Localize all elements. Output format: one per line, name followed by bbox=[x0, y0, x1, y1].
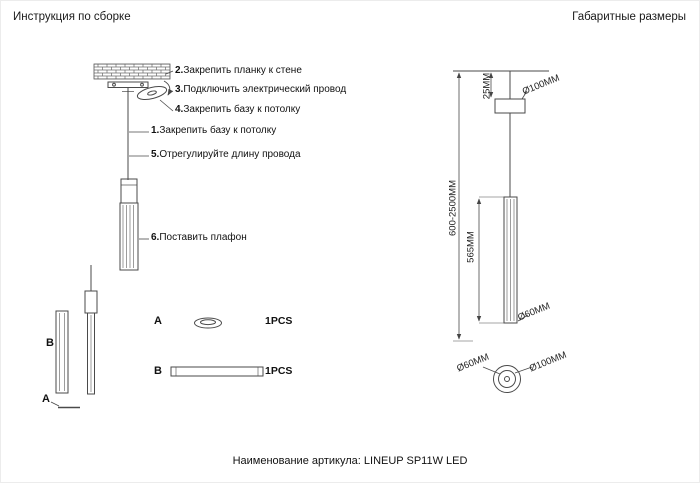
canopy-base bbox=[136, 86, 168, 100]
step-label-2: 2.Закрепить планку к стене bbox=[175, 65, 302, 76]
dim-shade-height: 565MM bbox=[465, 231, 477, 263]
step-text: Закрепить базу к потолку bbox=[183, 104, 301, 115]
rotate-arrow bbox=[163, 80, 173, 96]
side-view-label-a: A bbox=[42, 393, 50, 405]
parts-list-qty-a: 1PCS bbox=[265, 315, 293, 327]
step-number: 5. bbox=[151, 149, 160, 160]
tube-outline bbox=[503, 196, 518, 324]
step-number: 2. bbox=[175, 65, 184, 76]
step-text: Отрегулируйте длину провода bbox=[159, 149, 301, 160]
dimension-lines bbox=[453, 72, 529, 342]
step-label-4: 4.Закрепить базу к потолку bbox=[175, 104, 300, 115]
step-label-3: 3.Подключить электрический провод bbox=[175, 84, 346, 95]
step-number: 4. bbox=[175, 104, 184, 115]
lamp-tube bbox=[119, 202, 139, 271]
step-leader-lines bbox=[129, 70, 174, 240]
dim-overall-height: 600-2500MM bbox=[447, 180, 459, 236]
step-text: Закрепить базу к потолку bbox=[159, 125, 277, 136]
assembly-section-title: Инструкция по сборке bbox=[13, 11, 131, 23]
step-label-1: 1.Закрепить базу к потолку bbox=[151, 125, 276, 136]
parts-list-label-a: A bbox=[154, 315, 162, 327]
part-a-side-view bbox=[50, 401, 80, 409]
article-name: Наименование артикула: LINEUP SP11W LED bbox=[232, 455, 468, 467]
lamp-socket bbox=[120, 178, 138, 204]
part-a-icon bbox=[194, 317, 222, 329]
step-text: Подключить электрический провод bbox=[183, 84, 347, 95]
dimension-drawing bbox=[453, 70, 549, 393]
part-b-side-view bbox=[55, 310, 69, 394]
step-text: Поставить плафон bbox=[159, 232, 247, 243]
part-b-icon bbox=[170, 366, 264, 377]
step-number: 6. bbox=[151, 232, 160, 243]
dim-canopy-height: 25MM bbox=[481, 72, 493, 100]
canopy-outline bbox=[494, 98, 526, 114]
dimensions-section-title: Габаритные размеры bbox=[572, 11, 686, 23]
bottom-view-circles bbox=[482, 365, 533, 393]
assembly-drawing bbox=[50, 63, 264, 409]
step-text: Закрепить планку к стене bbox=[183, 65, 302, 76]
parts-list-label-b: B bbox=[154, 365, 162, 377]
step-number: 3. bbox=[175, 84, 184, 95]
mounting-plank bbox=[107, 81, 149, 98]
wall-hatch bbox=[93, 63, 171, 80]
side-view-label-b: B bbox=[46, 337, 54, 349]
step-number: 1. bbox=[151, 125, 160, 136]
parts-list-qty-b: 1PCS bbox=[265, 365, 293, 377]
step-label-6: 6.Поставить плафон bbox=[151, 232, 247, 243]
step-label-5: 5.Отрегулируйте длину провода bbox=[151, 149, 301, 160]
pendant-side-view bbox=[84, 265, 98, 395]
